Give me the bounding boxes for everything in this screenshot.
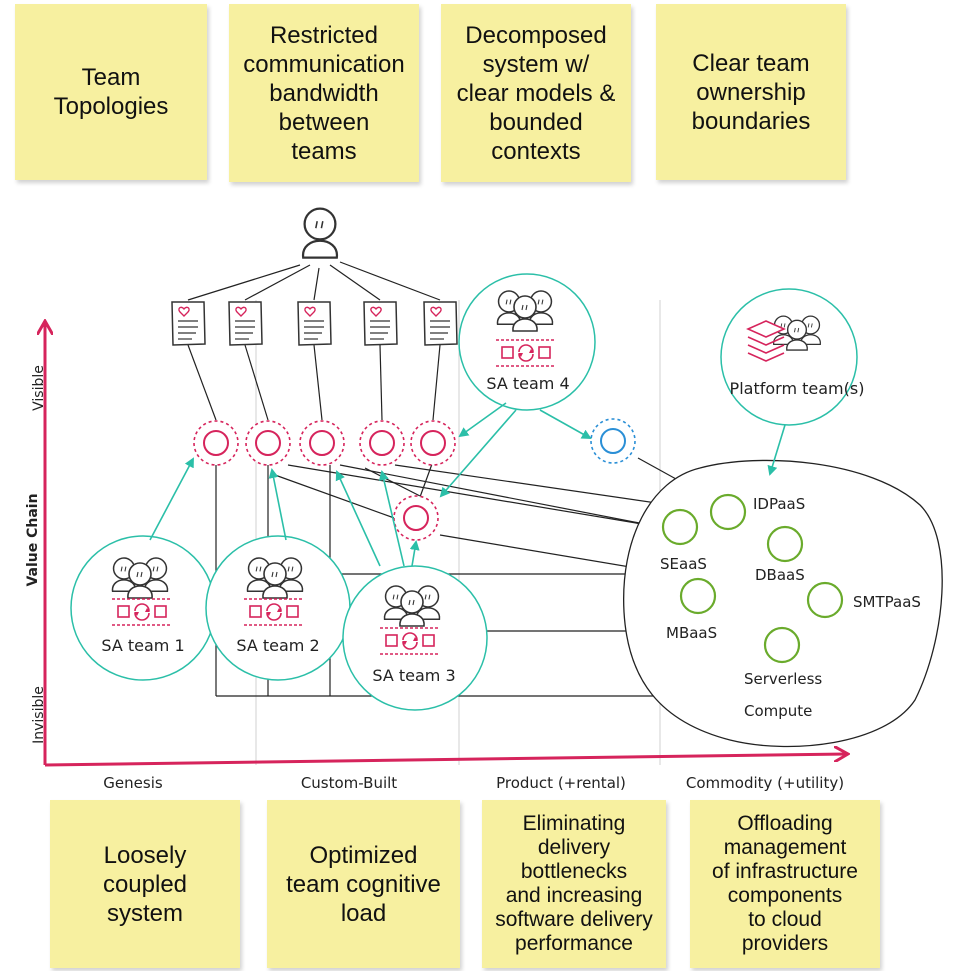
- team-platform: Platform team(s): [720, 288, 865, 426]
- svg-text:SA team 3: SA team 3: [372, 666, 455, 685]
- document-heart-icon: [228, 301, 263, 346]
- team-arrows: [149, 402, 786, 567]
- component-1: [193, 420, 239, 466]
- note-delivery-bottlenecks: Eliminating delivery bottlenecks and inc…: [482, 800, 666, 968]
- note-team-topologies: Team Topologies: [15, 4, 207, 180]
- stage-custom-built: Custom-Built: [301, 774, 397, 792]
- service-mbaas: [679, 577, 717, 615]
- document-heart-icon: [297, 301, 332, 346]
- document-heart-icon: [171, 301, 206, 346]
- svg-text:SA team 2: SA team 2: [236, 636, 319, 655]
- service-seaas: [661, 508, 699, 546]
- y-axis-invisible: Invisible: [31, 686, 47, 744]
- team-sa4: SA team 4: [458, 273, 596, 411]
- label-compute: Compute: [744, 702, 812, 720]
- note-cognitive-load: Optimized team cognitive load: [267, 800, 460, 968]
- stage-commodity: Commodity (+utility): [686, 774, 844, 792]
- service-idpaas: [709, 493, 747, 531]
- label-serverless: Serverless: [744, 670, 822, 688]
- service-dbaas: [766, 525, 804, 563]
- team-people-icon: [113, 558, 168, 598]
- team-people-icon: [498, 291, 553, 331]
- stage-product: Product (+rental): [496, 774, 626, 792]
- label-mbaas: MBaaS: [666, 624, 717, 642]
- label-smtpaas: SMTPaaS: [853, 593, 921, 611]
- team-people-icon: [385, 586, 440, 626]
- svg-text:SA team 1: SA team 1: [101, 636, 184, 655]
- component-3: [299, 420, 345, 466]
- y-axis-visible: Visible: [31, 365, 47, 411]
- note-restricted-bandwidth: Restricted communication bandwidth betwe…: [229, 4, 419, 182]
- label-seaas: SEaaS: [660, 555, 707, 573]
- team-people-icon: [774, 316, 821, 350]
- note-offloading-infra: Offloading management of infrastructure …: [690, 800, 880, 968]
- service-serverless: [763, 626, 801, 664]
- service-smtpaas: [806, 581, 844, 619]
- commodity-cloud: [623, 459, 943, 748]
- value-chain-axes: [45, 322, 847, 767]
- note-clear-ownership: Clear team ownership boundaries: [656, 4, 846, 180]
- component-product: [590, 418, 636, 464]
- team-sa2: SA team 2: [205, 535, 351, 681]
- component-shared: [393, 495, 439, 541]
- component-4: [359, 420, 405, 466]
- team-sa1: SA team 1: [70, 535, 216, 681]
- stage-genesis: Genesis: [103, 774, 163, 792]
- label-idpaas: IDPaaS: [753, 495, 805, 513]
- y-axis-title: Value Chain: [25, 493, 41, 586]
- note-loosely-coupled: Loosely coupled system: [50, 800, 240, 968]
- team-people-icon: [248, 558, 303, 598]
- label-dbaas: DBaaS: [755, 566, 805, 584]
- svg-text:SA team 4: SA team 4: [486, 374, 569, 393]
- svg-text:Platform team(s): Platform team(s): [730, 379, 865, 398]
- component-5: [410, 420, 456, 466]
- component-2: [245, 420, 291, 466]
- document-heart-icon: [363, 301, 398, 346]
- team-sa3: SA team 3: [342, 565, 488, 711]
- user-icon: [301, 207, 339, 259]
- document-heart-icon: [423, 301, 458, 346]
- stack-icon: [746, 320, 786, 362]
- note-decomposed-system: Decomposed system w/ clear models & boun…: [441, 4, 631, 182]
